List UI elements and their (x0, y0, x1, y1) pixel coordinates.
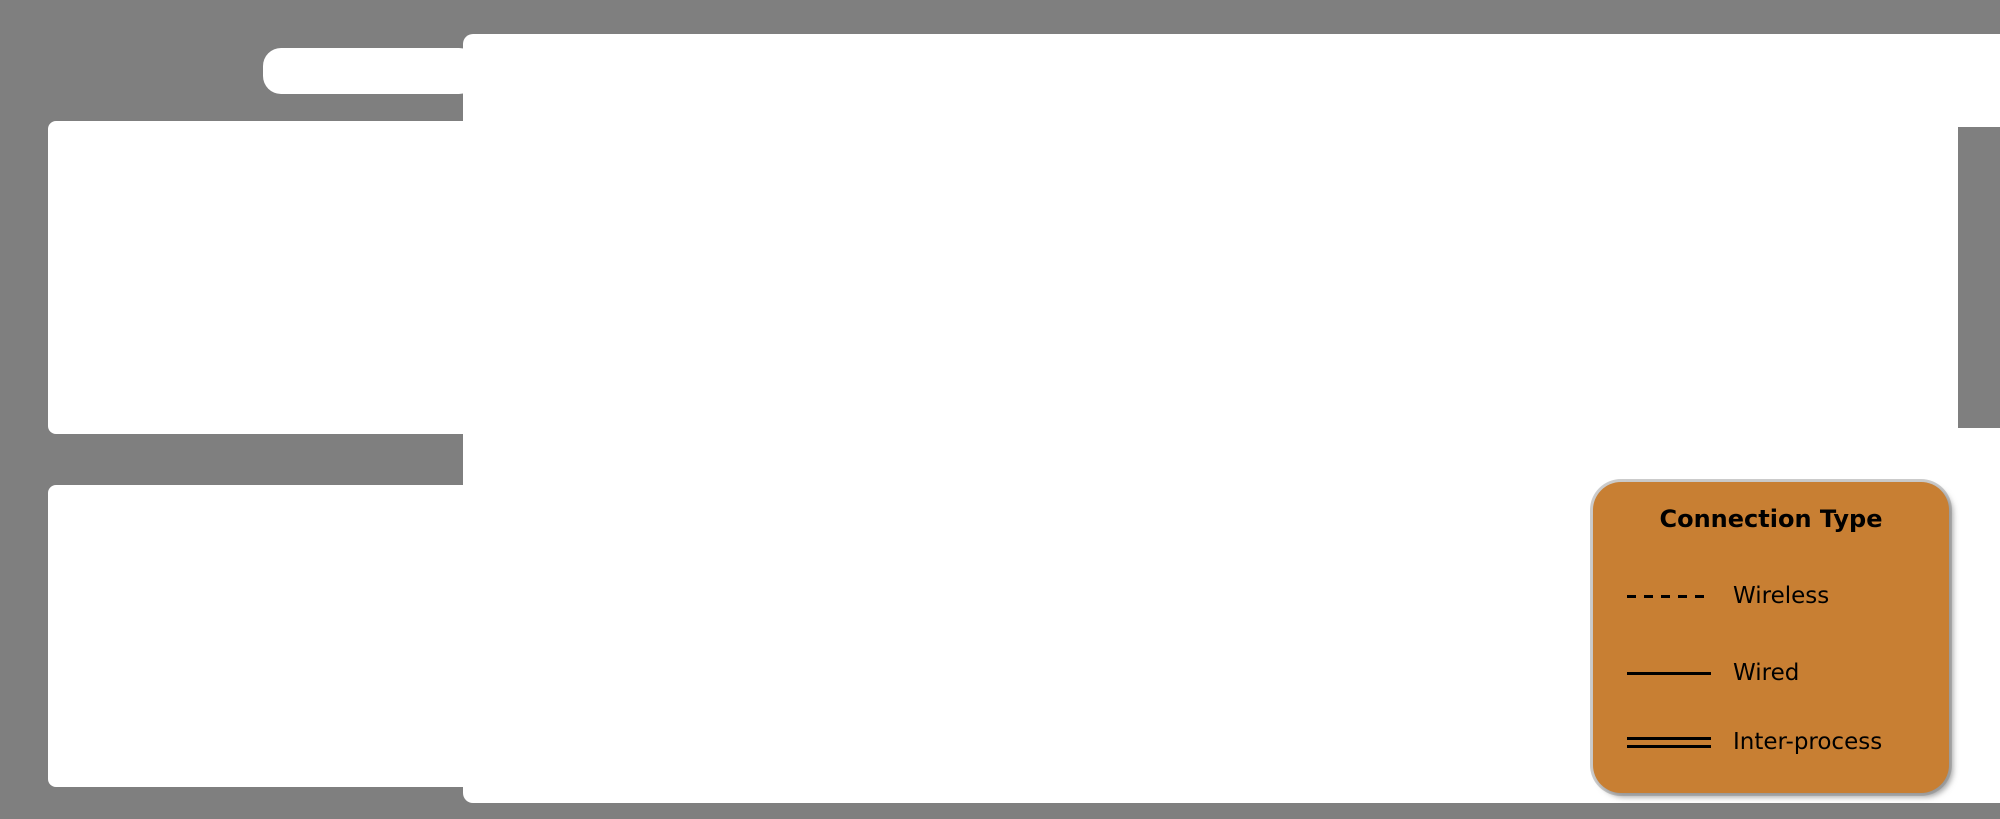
legend-item-label-wireless: Wireless (1733, 583, 1830, 609)
wireless-line-icon (1627, 594, 1711, 598)
legend-item-wired: Wired (1593, 658, 1949, 688)
legend-title: Connection Type (1659, 505, 1883, 533)
canvas-gray-notch (1958, 127, 2000, 428)
legend-item-wireless: Wireless (1593, 581, 1949, 611)
legend-item-label-inter-process: Inter-process (1733, 729, 1883, 755)
legend-item-label-wired: Wired (1733, 660, 1800, 686)
canvas-region-left-lower (48, 485, 463, 787)
legend-box[interactable]: Connection Type Wireless Wired Inter-pro… (1593, 482, 1949, 793)
legend-item-inter-process: Inter-process (1593, 727, 1949, 757)
canvas-region-left-upper (48, 121, 463, 434)
inter-process-line-icon (1627, 736, 1711, 748)
canvas-region-tab (263, 48, 477, 94)
wired-line-icon (1627, 671, 1711, 675)
